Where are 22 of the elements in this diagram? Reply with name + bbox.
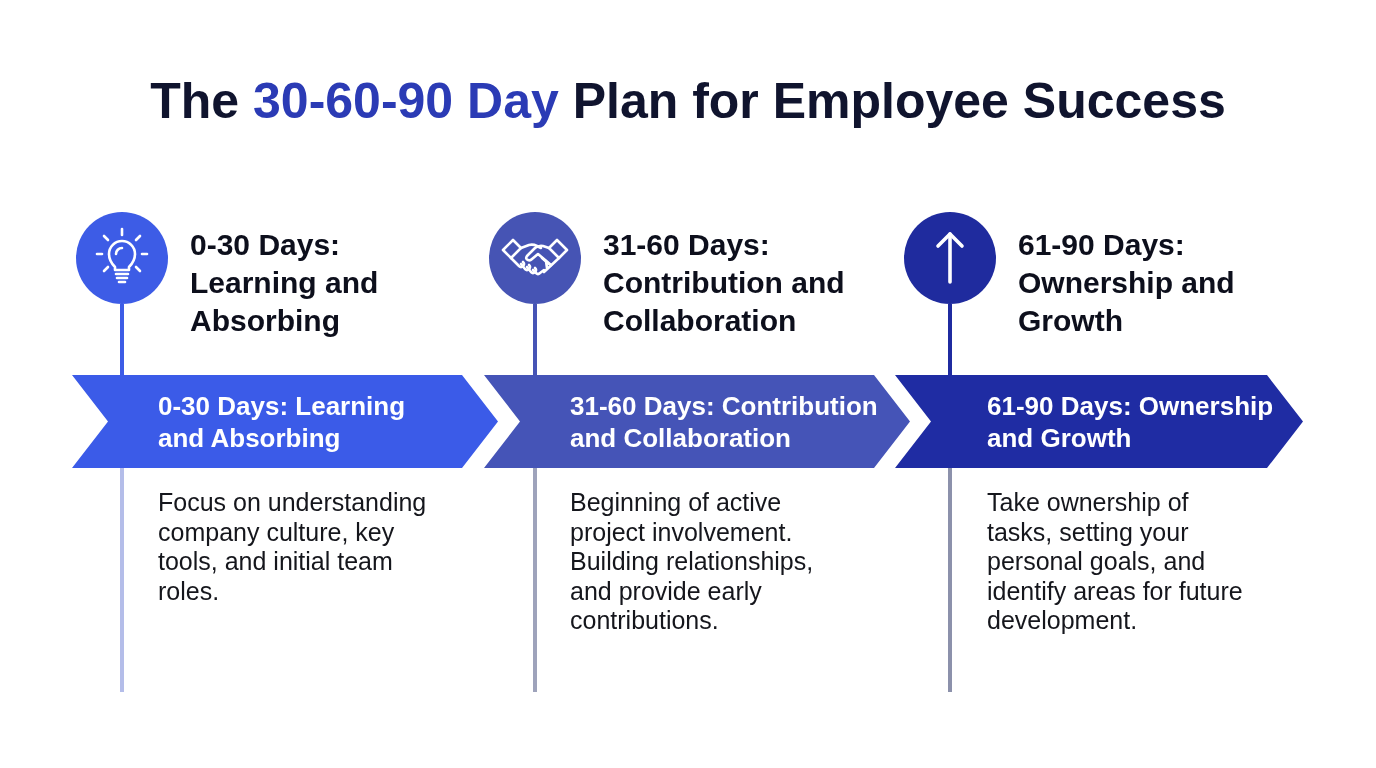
timeline-line [533, 468, 537, 692]
chevron-banner [484, 375, 910, 468]
timeline-line [120, 468, 124, 692]
handshake-icon [489, 212, 581, 304]
lightbulb-icon [76, 212, 168, 304]
phase-heading: 31-60 Days: Contribution and Collaboration [603, 228, 845, 337]
timeline-line [948, 468, 952, 692]
phase-description: Focus on understanding company culture, key tools, and initial team roles. [158, 488, 427, 605]
timeline-line [948, 304, 952, 375]
phase-heading: 61-90 Days: Ownership and Growth [1018, 228, 1235, 337]
banner-label: 61-90 Days: Ownership and Growth [987, 390, 1274, 453]
chevron-banner [895, 375, 1303, 468]
phase-description: Take ownership of tasks, setting your personal goals, and identify areas for future development. [987, 488, 1243, 634]
timeline-line [120, 304, 124, 375]
banner-label: 0-30 Days: Learning and Absorbing [158, 390, 406, 453]
chevron-banner [72, 375, 498, 468]
phase-heading: 0-30 Days: Learning and Absorbing [190, 228, 379, 337]
arrow-up-icon [904, 212, 996, 304]
phase-description: Beginning of active project involvement. Building relationships, and provide early contributions. [570, 488, 814, 634]
banner-label: 31-60 Days: Contribution and Collaboration [570, 390, 878, 453]
timeline-line [533, 304, 537, 375]
page-title: The 30-60-90 Day Plan for Employee Success [150, 73, 1226, 129]
